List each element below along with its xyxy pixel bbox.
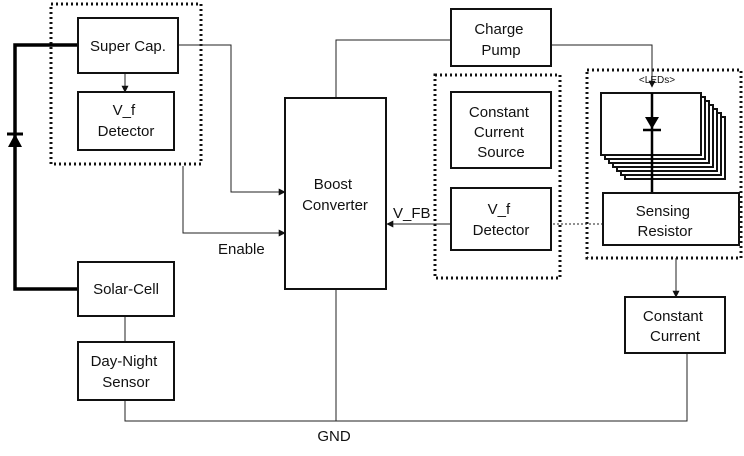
vf-detector-right-block <box>450 187 552 251</box>
solar-cell-label: Solar-Cell <box>93 281 159 298</box>
wiring <box>121 39 688 422</box>
boost-converter-block <box>284 97 387 290</box>
charge-pump-label: Charge Pump <box>474 21 527 59</box>
constant-current-source-label: Constant Current Source <box>469 104 533 161</box>
vf-detector-left-label: V_f Detector <box>98 102 155 140</box>
feedback-group-frame <box>433 73 562 280</box>
led-diode-icon <box>645 117 659 129</box>
solar-charge-path <box>7 43 78 291</box>
leds-label: <LEDs> <box>639 75 675 86</box>
constant-current-block <box>624 296 726 354</box>
constant-current-source-block <box>450 91 552 169</box>
constant-current-label: Constant Current <box>643 308 707 345</box>
vf-detector-left-block <box>77 91 175 151</box>
day-night-sensor-label: Day-Night Sensor <box>91 353 162 391</box>
diode-symbol <box>8 134 22 147</box>
boost-converter-label: Boost Converter <box>302 176 368 214</box>
sensing-resistor-label: Sensing Resistor <box>636 203 694 240</box>
solar-cell-block <box>77 261 175 317</box>
super-cap-block <box>77 17 179 74</box>
sensing-resistor-block <box>602 192 740 246</box>
super-cap-label: Super Cap. <box>90 38 166 55</box>
led-group-frame <box>585 68 743 260</box>
led-stack <box>600 92 726 193</box>
v-fb-label: V_FB <box>393 205 431 222</box>
day-night-sensor-block <box>77 341 175 401</box>
enable-label: Enable <box>218 241 265 258</box>
storage-group-frame <box>49 2 203 166</box>
charge-pump-block <box>450 8 552 67</box>
vf-detector-right-label: V_f Detector <box>473 201 530 239</box>
gnd-label: GND <box>317 428 351 445</box>
